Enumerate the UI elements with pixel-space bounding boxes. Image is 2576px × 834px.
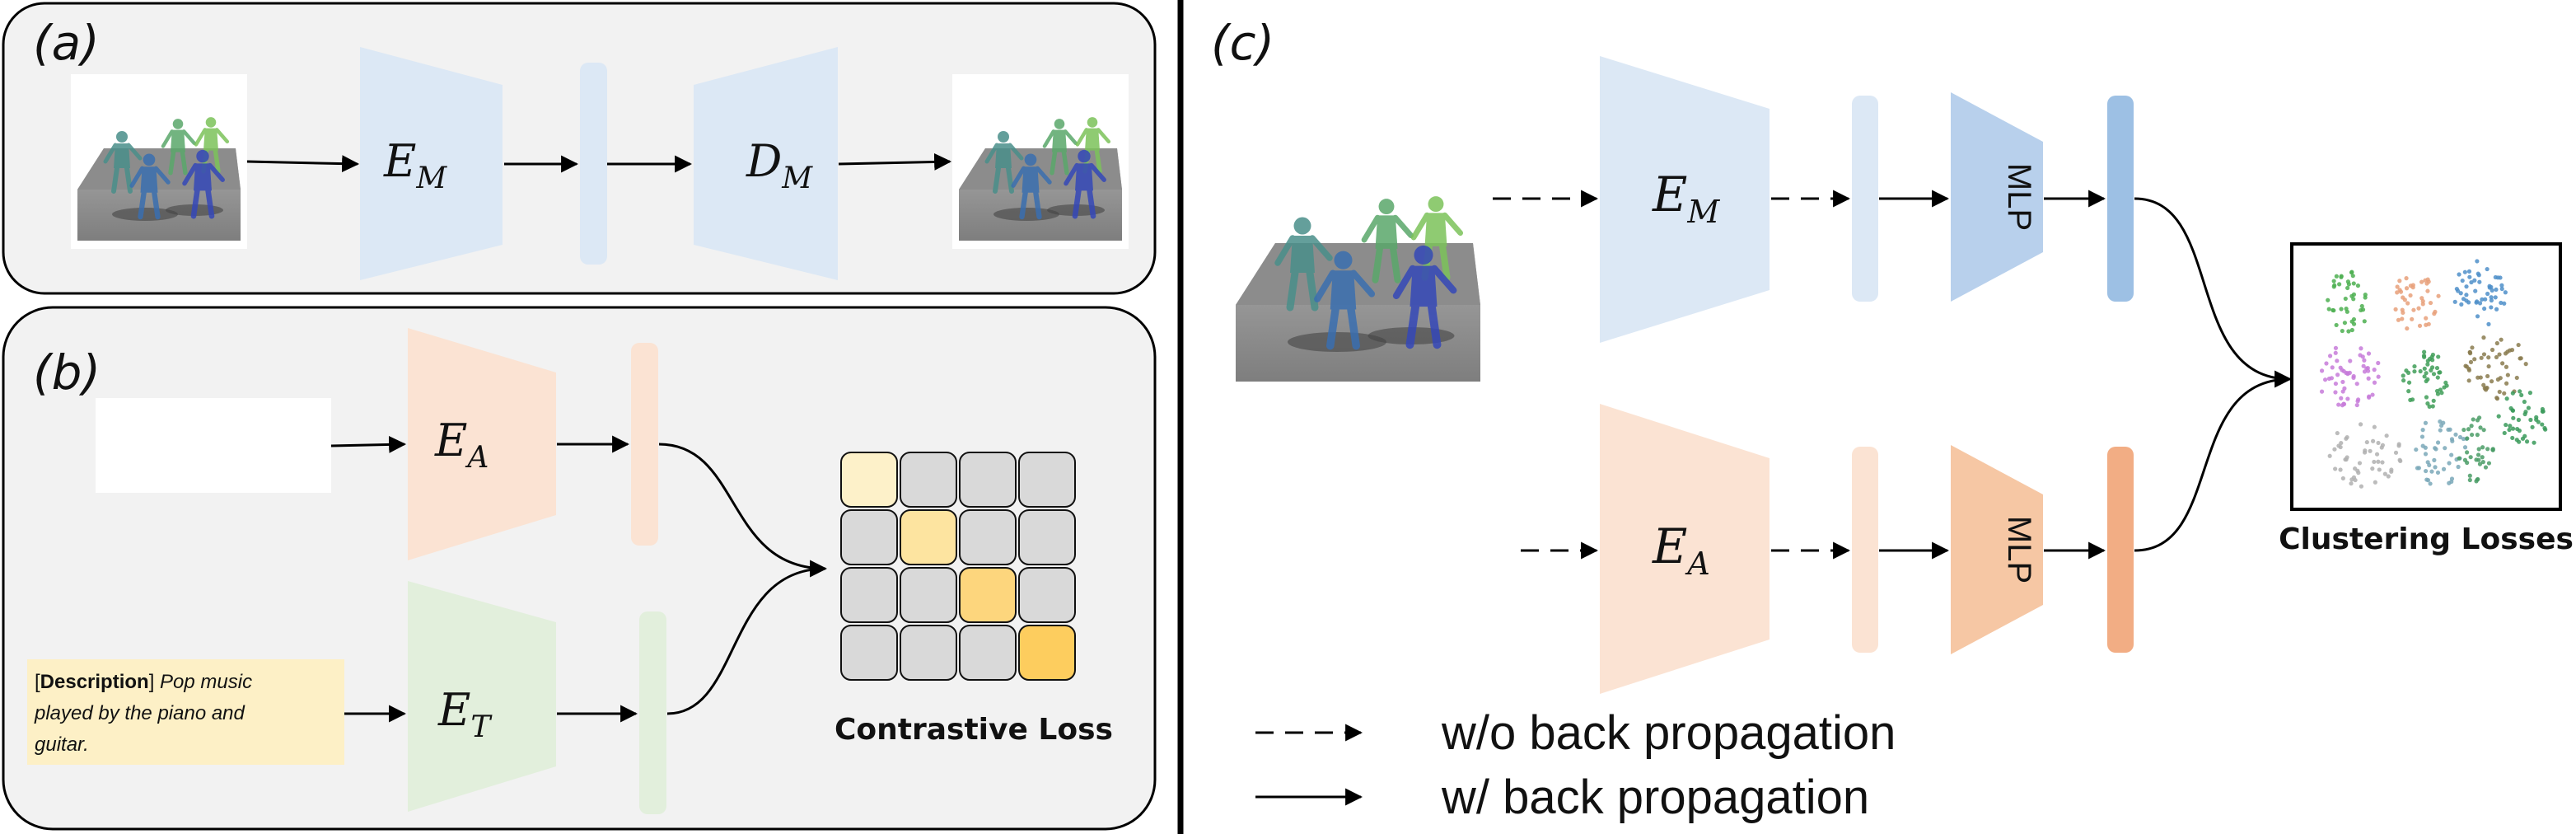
similarity-matrix xyxy=(840,452,1076,681)
legend: w/o back propagation w/ back propagation xyxy=(1255,706,1896,824)
panel-b-label: (b) xyxy=(33,344,101,401)
text-encoder-b xyxy=(408,581,556,812)
audio-encoder-b xyxy=(408,328,556,560)
legend-solid-label: w/ back propagation xyxy=(1441,771,1869,824)
audio-encoder-b-label: EA xyxy=(434,415,489,475)
matrix-cell xyxy=(840,625,898,681)
matrix-cell xyxy=(900,452,957,508)
motion-encoder-a xyxy=(360,47,503,280)
matrix-cell xyxy=(840,452,898,508)
mlp-audio-label: MLP xyxy=(2001,516,2037,583)
matrix-cell xyxy=(1018,509,1076,565)
clustering-losses-label: Clustering Losses xyxy=(2279,522,2574,556)
audio-encoder-c xyxy=(1600,404,1770,694)
matrix-cell xyxy=(840,509,898,565)
curve-audio-to-matrix xyxy=(658,443,828,578)
clustering-plot xyxy=(2290,242,2562,511)
motion-encoder-c-label: EM xyxy=(1652,166,1720,230)
curve-audio-to-cluster xyxy=(2134,377,2291,552)
audio-waveform-c xyxy=(1228,500,1517,602)
mlp-audio xyxy=(1951,445,2043,654)
arrow-a-1 xyxy=(246,155,360,173)
svg-text:[Description] Pop music: [Description] Pop music xyxy=(35,671,252,693)
audio-waveform-b xyxy=(96,398,331,493)
matrix-cell xyxy=(840,567,898,623)
text-latent-b xyxy=(639,611,666,814)
dancers-figure xyxy=(77,117,241,241)
motion-scene-input-a xyxy=(71,74,247,249)
matrix-cell xyxy=(959,509,1017,565)
legend-dashed-label: w/o back propagation xyxy=(1441,706,1896,760)
text-encoder-b-label: ET xyxy=(437,684,493,744)
svg-text:guitar.: guitar. xyxy=(35,733,89,756)
motion-encoder-a-label: EM xyxy=(383,135,447,195)
dancers-figure xyxy=(959,117,1122,241)
audio-latent-c xyxy=(1852,447,1878,653)
motion-decoder-a xyxy=(694,47,838,280)
arrow-a-4 xyxy=(838,152,952,171)
description-box: [Description] Pop music played by the pi… xyxy=(27,659,344,765)
contrastive-loss-label: Contrastive Loss xyxy=(835,713,1113,747)
motion-latent-a xyxy=(580,63,607,265)
audio-feature-c xyxy=(2107,447,2134,653)
motion-encoder-c xyxy=(1600,56,1770,343)
mlp-motion-label: MLP xyxy=(2001,163,2037,231)
matrix-cell xyxy=(900,567,957,623)
panel-a-box xyxy=(2,2,1157,295)
panel-a-label: (a) xyxy=(33,15,100,71)
mlp-motion xyxy=(1951,92,2043,302)
motion-scene-c xyxy=(1236,196,1480,382)
motion-latent-c xyxy=(1852,96,1878,302)
audio-latent-b xyxy=(631,343,658,546)
audio-encoder-c-label: EA xyxy=(1652,518,1710,582)
arrow-b-audio-1 xyxy=(330,435,407,453)
dancers-figure xyxy=(1236,196,1480,382)
matrix-cell xyxy=(1018,625,1076,681)
panel-c-label: (c) xyxy=(1211,15,1274,71)
motion-scene-output-a xyxy=(952,74,1129,249)
matrix-cell xyxy=(1018,452,1076,508)
matrix-cell xyxy=(959,452,1017,508)
matrix-cell xyxy=(900,625,957,681)
motion-decoder-a-label: DM xyxy=(746,135,813,195)
curve-motion-to-cluster xyxy=(2134,197,2293,388)
matrix-cell xyxy=(1018,567,1076,623)
curve-text-to-matrix xyxy=(666,567,826,715)
motion-feature-c xyxy=(2107,96,2134,302)
svg-text:played by the piano and: played by the piano and xyxy=(34,702,245,724)
matrix-cell xyxy=(959,567,1017,623)
matrix-cell xyxy=(900,509,957,565)
matrix-cell xyxy=(959,625,1017,681)
